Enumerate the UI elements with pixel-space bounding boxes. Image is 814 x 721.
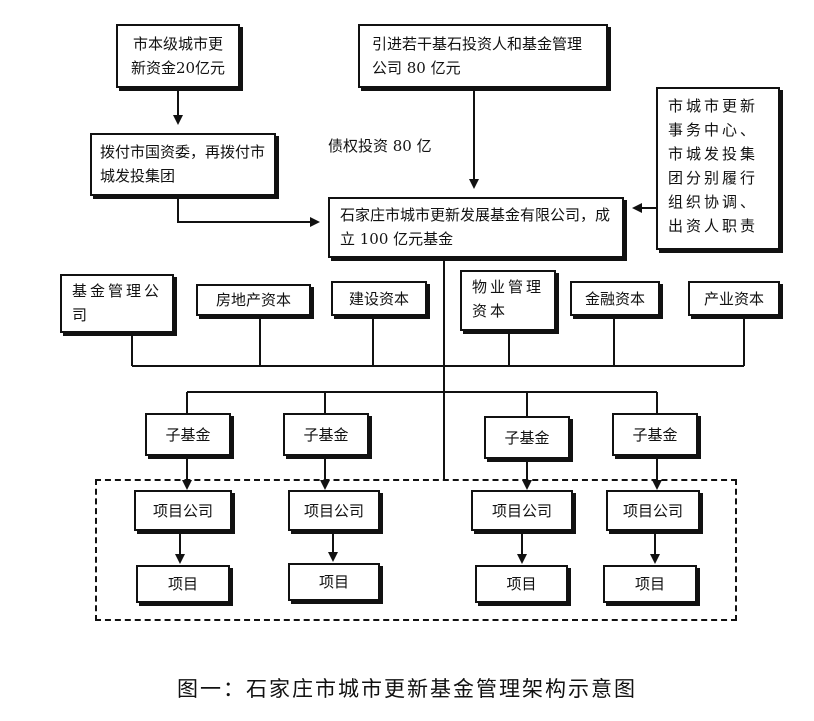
debt-investment-label: 债权投资 80 亿 (328, 137, 432, 155)
allocation-text: 拨付市国资委，再拨付市城发投集团 (100, 143, 266, 185)
project-box-3: 项目 (475, 565, 568, 603)
coordinator-text: 市城市更新事务中心、市城发投集团分别履行组织协调、出资人职责 (668, 97, 759, 235)
project-label: 项目 (318, 573, 349, 591)
sub-fund-label: 子基金 (632, 425, 678, 444)
project-layer-dashed-frame (95, 479, 737, 621)
sub-fund-box-3: 子基金 (484, 416, 570, 459)
fund-company-text: 石家庄市城市更新发展基金有限公司，成立 100 亿元基金 (340, 206, 611, 248)
project-company-label: 项目公司 (152, 501, 213, 520)
partner-construction-text: 建设资本 (348, 289, 409, 308)
city-fund-source-box: 市本级城市更新资金20亿元 (116, 24, 240, 88)
sub-fund-box-2: 子基金 (283, 413, 369, 456)
project-box-1: 项目 (136, 565, 230, 603)
partner-fund-manager-text: 基金管理公司 (72, 282, 163, 324)
sub-fund-label: 子基金 (303, 425, 349, 444)
figure-caption: 图一：石家庄市城市更新基金管理架构示意图 (177, 677, 637, 701)
project-box-2: 项目 (288, 563, 380, 601)
investors-source-box: 引进若干基石投资人和基金管理公司 80 亿元 (358, 24, 608, 88)
city-fund-source-text: 市本级城市更新资金20亿元 (130, 35, 226, 77)
allocation-box: 拨付市国资委，再拨付市城发投集团 (90, 133, 276, 196)
project-box-4: 项目 (603, 565, 697, 603)
partner-industry-text: 产业资本 (703, 289, 764, 308)
coordinator-box: 市城市更新事务中心、市城发投集团分别履行组织协调、出资人职责 (656, 87, 780, 250)
partner-real-estate-box: 房地产资本 (196, 284, 311, 316)
project-label: 项目 (167, 575, 198, 593)
fund-company-box: 石家庄市城市更新发展基金有限公司，成立 100 亿元基金 (328, 197, 624, 258)
partner-real-estate-text: 房地产资本 (215, 291, 291, 309)
sub-fund-label: 子基金 (165, 425, 211, 444)
partner-industry-box: 产业资本 (688, 281, 780, 316)
sub-fund-box-1: 子基金 (145, 413, 231, 456)
sub-fund-label: 子基金 (504, 428, 550, 447)
project-company-label: 项目公司 (303, 501, 364, 520)
sub-fund-box-4: 子基金 (612, 413, 698, 456)
partner-construction-box: 建设资本 (331, 281, 427, 316)
partner-finance-text: 金融资本 (584, 289, 645, 308)
partner-finance-box: 金融资本 (570, 281, 660, 316)
project-company-box-1: 项目公司 (134, 490, 232, 531)
project-label: 项目 (506, 575, 537, 593)
partner-property-mgmt-box: 物业管理资本 (460, 270, 556, 331)
project-label: 项目 (634, 575, 665, 593)
arrow-allocation-to-fund (177, 196, 320, 227)
project-company-label: 项目公司 (491, 501, 552, 520)
partner-fund-manager-box: 基金管理公司 (60, 274, 174, 333)
investors-source-text: 引进若干基石投资人和基金管理公司 80 亿元 (372, 35, 583, 77)
project-company-box-4: 项目公司 (606, 490, 700, 531)
project-company-label: 项目公司 (622, 501, 683, 520)
partner-property-mgmt-text: 物业管理资本 (472, 278, 545, 320)
project-company-box-3: 项目公司 (471, 490, 573, 531)
project-company-box-2: 项目公司 (288, 490, 380, 531)
